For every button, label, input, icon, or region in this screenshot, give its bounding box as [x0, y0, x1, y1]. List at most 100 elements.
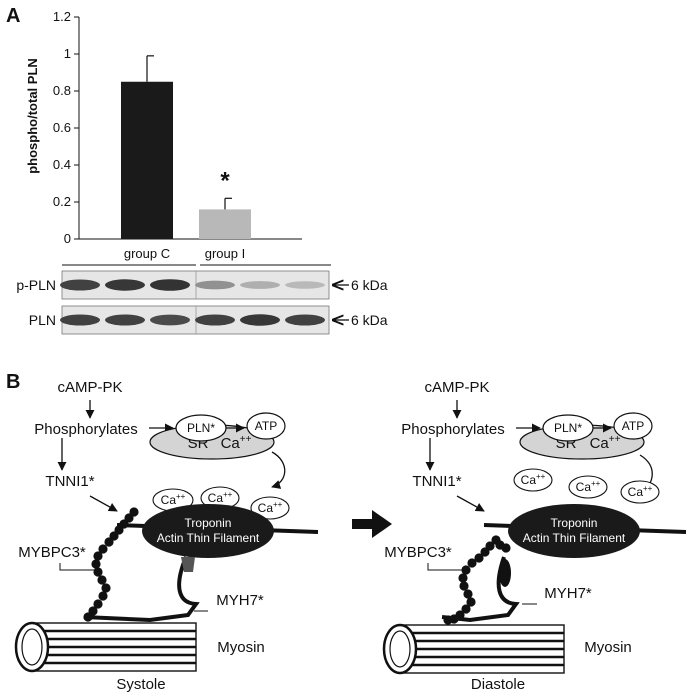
- diastole-label: Diastole: [471, 676, 525, 693]
- mybpc3-bead: [474, 553, 484, 563]
- phosphorylates-label-2: Phosphorylates: [401, 421, 504, 438]
- bar-group-c: [121, 81, 173, 239]
- svg-text:PLN*: PLN*: [554, 421, 582, 435]
- category-label: group I: [205, 246, 245, 261]
- mybpc3-bead: [480, 547, 490, 557]
- mybpc3-chain: [83, 507, 139, 622]
- blot-band: [60, 279, 100, 291]
- blot-band: [285, 281, 325, 289]
- bar-chart: 0 0.2 0.4 0.6 0.8 1 1.2 group C group I * phosph…: [25, 9, 331, 266]
- svg-text:Ca++: Ca++: [590, 434, 621, 452]
- mybpc3-bead: [461, 565, 471, 575]
- mybpc3-bead: [463, 589, 473, 599]
- myosin-label: Myosin: [217, 639, 265, 656]
- svg-text:Actin Thin Filament: Actin Thin Filament: [157, 531, 260, 545]
- mybpc3-bead: [467, 558, 477, 568]
- mybpc3-bead: [466, 597, 476, 607]
- troponin-complex: [142, 504, 274, 558]
- blot-band: [150, 279, 190, 291]
- mybpc3-bead: [91, 559, 101, 569]
- panel-b-label: B: [6, 371, 20, 393]
- mybpc3-bead: [458, 573, 468, 583]
- band-size-label: 6 kDa: [351, 312, 388, 328]
- blot-band: [105, 314, 145, 326]
- svg-text:Myosin: Myosin: [584, 639, 632, 656]
- myosin-cylinder-2: [382, 623, 565, 675]
- myosin-cylinder: [14, 621, 197, 673]
- y-axis-label: phospho/total PLN: [25, 58, 40, 174]
- mybpc3-bead: [461, 604, 471, 614]
- mybpc3-bead: [501, 543, 511, 553]
- troponin-complex-2: [508, 504, 640, 558]
- panel-a-label: A: [6, 5, 20, 27]
- svg-text:MYH7*: MYH7*: [544, 585, 592, 602]
- blot-row-label: PLN: [29, 312, 56, 328]
- svg-text:Ca++: Ca++: [576, 479, 601, 494]
- category-label: group C: [124, 246, 170, 261]
- mybpc3-bead: [98, 544, 108, 554]
- blot-band: [60, 314, 100, 326]
- myh7-label: MYH7*: [216, 592, 264, 609]
- mybpc3-label: MYBPC3*: [18, 544, 86, 561]
- mybpc3-bead: [93, 567, 103, 577]
- blot-row-label: p-PLN: [16, 277, 56, 293]
- band-size-label: 6 kDa: [351, 277, 388, 293]
- mybpc3-chain-2: [443, 535, 511, 625]
- sr-ca-label: Ca++: [221, 434, 252, 452]
- mybpc3-bead: [97, 575, 107, 585]
- blot-band: [195, 314, 235, 326]
- svg-text:Troponin: Troponin: [185, 516, 232, 530]
- mybpc3-bead: [93, 551, 103, 561]
- y-tick-label: 0.6: [53, 120, 71, 135]
- svg-text:Ca++: Ca++: [521, 472, 546, 487]
- myosin-head: [181, 557, 195, 572]
- y-tick-label: 0.2: [53, 194, 71, 209]
- svg-text:Ca++: Ca++: [628, 484, 653, 499]
- svg-text:TNNI1*: TNNI1*: [412, 473, 461, 490]
- blot-band: [240, 281, 280, 289]
- y-tick-label: 0: [64, 231, 71, 246]
- svg-text:Ca++: Ca++: [208, 490, 233, 505]
- y-tick-label: 1.2: [53, 9, 71, 24]
- svg-text:MYBPC3*: MYBPC3*: [384, 544, 452, 561]
- phosphorylates-label: Phosphorylates: [34, 421, 137, 438]
- calcium-return-arrow: [271, 451, 286, 489]
- blot-band: [240, 314, 280, 326]
- mybpc3-bead: [459, 581, 469, 591]
- systole-diagram: cAMP-PK Phosphorylates SR Ca++ PLN* ATP …: [14, 379, 319, 693]
- y-tick-label: 1: [64, 46, 71, 61]
- tnni-label: TNNI1*: [45, 473, 94, 490]
- svg-text:PLN*: PLN*: [187, 421, 215, 435]
- y-tick-label: 0.4: [53, 157, 71, 172]
- calcium-ions-2: Ca++ Ca++ Ca++: [513, 468, 660, 504]
- svg-text:ATP: ATP: [255, 419, 277, 433]
- mybpc3-bead: [93, 599, 103, 609]
- blot-band: [195, 280, 235, 290]
- blot-band: [150, 314, 190, 326]
- svg-text:Troponin: Troponin: [551, 516, 598, 530]
- mybpc3-bead: [104, 537, 114, 547]
- atp-bubble: [246, 412, 286, 440]
- myosin-lever: [83, 556, 200, 623]
- svg-text:Actin Thin Filament: Actin Thin Filament: [523, 531, 626, 545]
- kinase-label: cAMP-PK: [57, 379, 122, 396]
- mybpc3-bead: [98, 591, 108, 601]
- svg-text:Ca++: Ca++: [161, 492, 186, 507]
- y-tick-label: 0.8: [53, 83, 71, 98]
- calcium-ions: Ca++ Ca++ Ca++: [152, 486, 290, 520]
- kinase-label-2: cAMP-PK: [424, 379, 489, 396]
- svg-text:Ca++: Ca++: [258, 500, 283, 515]
- blot-band: [285, 314, 325, 326]
- significance-marker: *: [220, 167, 230, 194]
- blot-band: [105, 279, 145, 291]
- bar-group-i: [199, 209, 251, 239]
- diastole-diagram: cAMP-PK Phosphorylates SR Ca++ PLN* ATP …: [382, 379, 687, 693]
- svg-text:ATP: ATP: [622, 419, 644, 433]
- transition-arrow-icon: [352, 510, 392, 538]
- myosin-head-2: [499, 559, 511, 587]
- mybpc3-bead: [101, 583, 111, 593]
- atp-bubble-2: [613, 412, 653, 440]
